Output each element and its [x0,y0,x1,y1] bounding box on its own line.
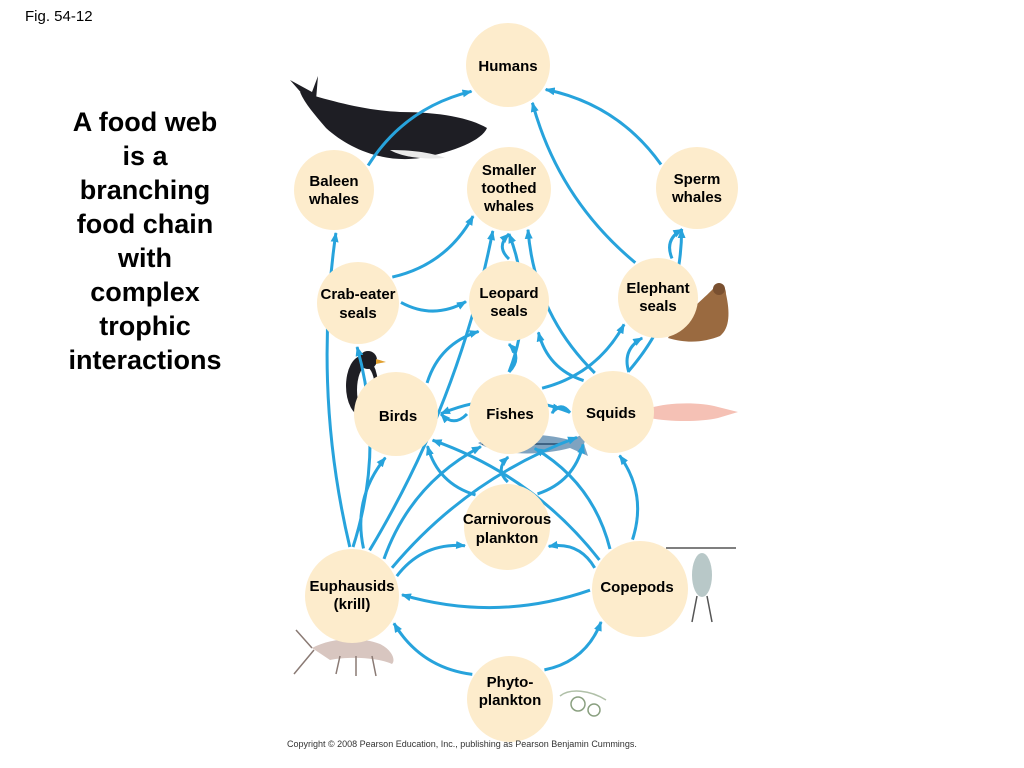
feeding-arrow-euph-to-birds [359,456,387,549]
node-label: Fishes [486,406,534,423]
feeding-arrow-squids-to-elephant [625,336,644,373]
node-label: seals [490,303,528,320]
feeding-links [325,87,686,676]
feeding-arrow-fishes-to-leopard [507,342,519,374]
node-label: whales [308,191,359,208]
krill-illustration [293,629,394,677]
node-squids: Squids [572,371,654,453]
node-label: Leopard [479,285,538,302]
title-line: branching [79,175,211,205]
node-label: Baleen [309,173,358,190]
node-label: whales [671,189,722,206]
title-line: with [118,243,172,273]
node-euphausids-krill: Euphausids(krill) [305,549,399,643]
node-label: (krill) [334,596,371,613]
svg-text:Phyto-plankton: Phyto-plankton [479,674,542,709]
feeding-arrow-copepods-to-squids [618,454,640,541]
svg-text:Euphausids(krill): Euphausids(krill) [309,578,394,613]
svg-text:Humans: Humans [478,58,537,75]
node-label: Crab-eater [320,286,395,303]
feeding-arrow-copepods-to-carniv [547,540,596,569]
title-line: A food web [72,107,218,137]
svg-text:Fishes: Fishes [486,406,534,423]
node-label: whales [483,198,534,215]
node-label: Copepods [600,579,673,596]
title-line: food chain [76,209,214,239]
node-label: Elephant [626,280,689,297]
node-phytoplankton: Phyto-plankton [467,656,553,742]
node-crab-eater-seals: Crab-eater seals [317,262,399,344]
node-label: seals [339,305,377,322]
svg-text:Copepods: Copepods [600,579,673,596]
feeding-arrow-birds-to-leopard [425,329,480,384]
node-label: toothed [482,180,537,197]
node-label: Phyto- [487,674,534,691]
feeding-arrow-copepods-to-fishes [533,447,612,550]
node-label: Carnivorous [463,511,551,528]
feeding-arrow-baleen-to-humans [366,89,473,167]
title-line: is a [122,141,168,171]
node-label: Smaller [482,162,536,179]
feeding-arrow-copepods-to-euph [401,588,591,610]
phytoplankton-illustration [559,690,607,717]
slide-title: A food web is a branching food chain wit… [55,105,235,377]
title-line: complex [90,277,200,307]
feeding-arrow-squids-to-leopard [536,331,585,383]
node-birds: Birds [354,372,438,456]
feeding-arrow-leopard-to-smaller [499,232,511,261]
node-label: Sperm [674,171,721,188]
squid-illustration [639,403,738,425]
node-carnivorous-plankton: Carnivorous plankton [463,484,551,570]
feeding-arrow-carniv-to-fishes [498,455,510,484]
node-label: plankton [479,692,542,709]
feeding-arrow-elephant-to-humans [530,101,637,264]
node-fishes: Fishes [469,374,549,454]
feeding-arrow-euph-to-fishes [382,445,482,560]
feeding-arrow-euph-to-carniv [395,540,466,578]
svg-text:Squids: Squids [586,405,636,422]
feeding-arrow-fishes-to-elephant [541,323,626,390]
node-copepods: Copepods [592,541,688,637]
whale-illustration [290,76,487,160]
node-label: Humans [478,58,537,75]
node-label: seals [639,298,677,315]
node-label: Squids [586,405,636,422]
feeding-arrow-crab-to-smaller [391,215,475,279]
feeding-arrow-euph-to-squids [390,435,578,569]
feeding-arrow-phyto-to-euph [392,622,473,676]
feeding-arrow-carniv-to-birds [426,445,476,497]
title-line: trophic [99,311,191,341]
feeding-arrow-sperm-to-humans [544,87,663,166]
node-label: Birds [379,408,417,425]
feeding-arrow-crab-to-leopard [400,300,467,313]
title-line: interactions [68,345,222,375]
copyright-notice: Copyright © 2008 Pearson Education, Inc.… [287,739,637,749]
feeding-arrow-phyto-to-copepods [544,620,603,672]
node-humans: Humans [466,23,550,107]
svg-text:Birds: Birds [379,408,417,425]
figure-label: Fig. 54-12 [25,8,93,25]
feeding-arrow-squids-to-fishes [550,403,572,415]
feeding-arrow-carniv-to-squids [537,443,585,496]
node-label: Euphausids [309,578,394,595]
node-label: plankton [476,530,539,547]
feeding-arrow-fishes-to-birds [439,412,469,424]
copepod-illustration [666,547,736,623]
